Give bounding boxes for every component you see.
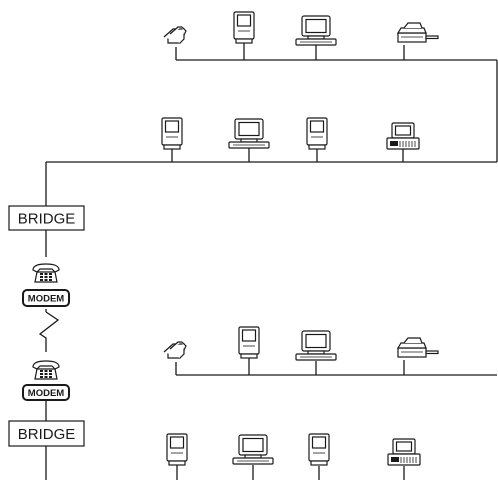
laser-printer-icon (398, 23, 438, 42)
compact-computer-icon (167, 434, 187, 465)
compact-computer-icon (309, 434, 329, 465)
svg-text:MODEM: MODEM (28, 294, 65, 305)
compact-computer-icon (239, 327, 259, 358)
network-segment-1 (164, 12, 438, 45)
bridge-box-top: BRIDGE (9, 206, 84, 230)
network-segment-3 (164, 327, 438, 360)
svg-text:BRIDGE: BRIDGE (18, 211, 76, 228)
compact-computer-icon (307, 118, 327, 149)
telephone-icon (33, 361, 59, 379)
svg-text:BRIDGE: BRIDGE (18, 426, 76, 443)
file-server-icon (164, 342, 186, 358)
desktop-computer-icon (296, 331, 336, 360)
compact-computer-icon (234, 12, 254, 43)
desktop-computer-icon (229, 119, 269, 148)
telephone-icon (33, 264, 59, 282)
dot-matrix-printer-icon (388, 439, 420, 465)
network-lines (40, 43, 497, 480)
bridge-box-bottom: BRIDGE (9, 421, 84, 446)
zigzag-link (40, 312, 58, 352)
desktop-computer-icon (296, 16, 336, 45)
modem-box-top: MODEM (23, 290, 69, 306)
dot-matrix-printer-icon (387, 123, 419, 149)
modem-box-bottom: MODEM (23, 385, 69, 400)
svg-text:MODEM: MODEM (28, 388, 65, 399)
laser-printer-icon (398, 338, 438, 357)
compact-computer-icon (162, 118, 182, 149)
network-segment-4 (167, 434, 420, 465)
network-segment-2 (162, 118, 419, 149)
desktop-computer-icon (233, 435, 273, 464)
file-server-icon (164, 27, 186, 43)
